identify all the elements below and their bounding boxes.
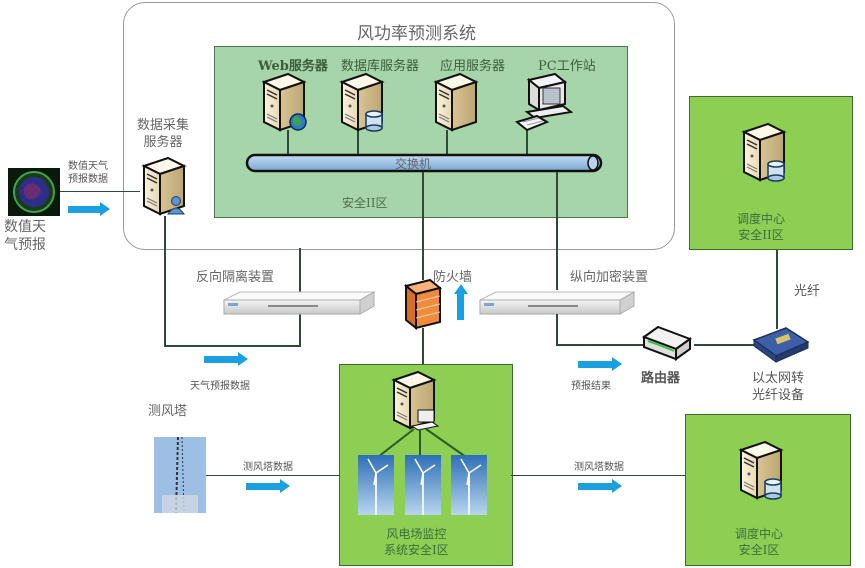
ethernet-fiber-converter-icon[interactable] — [750, 322, 812, 364]
converter-label: 以太网转 光纤设备 — [752, 370, 804, 404]
dispatch-i-server-icon[interactable] — [735, 438, 785, 500]
network-switch — [245, 153, 603, 173]
dispatch-ii-label-line2: 安全II区 — [738, 228, 784, 242]
windfarm-label-line1: 风电场监控 — [386, 527, 447, 541]
vertical-encryption-label: 纵向加密装置 — [570, 270, 649, 285]
tower-data-right-arrow — [578, 479, 622, 493]
weather-data-label: 天气预报数据 — [190, 381, 250, 392]
windfarm-turbine-links — [377, 428, 467, 458]
nwp-flow-line1: 数值天气 — [68, 161, 108, 172]
web-server-icon[interactable] — [258, 70, 308, 132]
reverse-isolation-label: 反向隔离装置 — [196, 270, 275, 285]
dispatch-ii-label-line1: 调度中心 — [737, 212, 786, 226]
dispatch-i-label-line1: 调度中心 — [735, 527, 784, 541]
database-server-label: 数据库服务器 — [341, 59, 420, 74]
met-tower-label: 测风塔 — [148, 404, 188, 419]
reverse-isolation-device[interactable] — [220, 290, 376, 316]
windfarm-label-line2: 系统安全I区 — [384, 543, 449, 557]
windfarm-server-icon[interactable] — [388, 368, 468, 438]
fiber-label: 光纤 — [794, 284, 821, 299]
isolation-bottom-link — [164, 345, 300, 347]
nwp-data-flow-label: 数值天气 预报数据 — [68, 160, 108, 186]
weather-radar-icon — [8, 168, 60, 216]
pc-link — [526, 130, 528, 156]
wind-turbine-icon — [405, 455, 441, 515]
application-server-icon[interactable] — [430, 70, 480, 132]
tower-data-right-label: 测风塔数据 — [574, 462, 624, 473]
collection-to-isolation-link — [164, 216, 166, 346]
weather-data-arrow — [204, 352, 248, 366]
system-title: 风功率预测系统 — [357, 24, 476, 44]
tower-data-left-label: 测风塔数据 — [243, 462, 293, 473]
vertical-encryption-device[interactable] — [476, 290, 636, 316]
data-collection-label-line2: 服务器 — [143, 135, 183, 150]
windfarm-zone-label: 风电场监控 系统安全I区 — [384, 526, 449, 558]
pc-workstation-icon[interactable] — [515, 72, 573, 136]
web-server-link — [287, 130, 289, 156]
nwp-label-line1: 数值天 — [4, 219, 46, 235]
nwp-flow-arrow — [68, 202, 110, 216]
database-server-icon[interactable] — [336, 70, 386, 132]
forecast-result-label: 预报结果 — [571, 381, 611, 392]
data-collection-server-label: 数据采集 服务器 — [133, 117, 193, 151]
dispatch-ii-label: 调度中心 安全II区 — [737, 211, 785, 243]
windfarm-to-dispatch-i-link — [511, 475, 687, 476]
dispatch-ii-server-icon[interactable] — [738, 120, 788, 182]
firewall-label: 防火墙 — [433, 270, 473, 285]
wind-turbine-icon — [451, 455, 487, 515]
switch-label: 交换机 — [395, 157, 432, 171]
router-to-converter-link — [694, 344, 756, 346]
fiber-link — [776, 249, 778, 329]
met-tower-icon — [154, 437, 206, 513]
nwp-label-line2: 气预报 — [4, 237, 46, 253]
db-server-link — [357, 130, 359, 156]
firewall-to-windfarm-link — [422, 328, 424, 364]
dispatch-i-label: 调度中心 安全I区 — [735, 526, 783, 558]
nwp-label: 数值天 气预报 — [4, 218, 46, 254]
pc-workstation-label: PC工作站 — [538, 59, 596, 74]
nwp-link — [60, 191, 140, 192]
tower-to-windfarm-link — [206, 475, 340, 476]
switch-to-firewall-link — [422, 172, 424, 280]
firewall-icon[interactable] — [404, 278, 442, 330]
encryption-to-router-link — [556, 344, 648, 346]
converter-label-line2: 光纤设备 — [752, 388, 805, 403]
data-collection-server-icon[interactable] — [138, 152, 188, 218]
security-zone-ii-label: 安全II区 — [342, 196, 388, 210]
app-server-label: 应用服务器 — [440, 59, 506, 74]
upward-flow-arrow — [454, 284, 468, 320]
forecast-result-arrow — [578, 357, 622, 371]
nwp-flow-line2: 预报数据 — [68, 174, 108, 185]
pc-to-encryption-link — [556, 172, 558, 290]
encryption-down-link — [556, 314, 558, 345]
router-icon[interactable] — [640, 323, 696, 363]
router-label: 路由器 — [641, 371, 681, 386]
wind-turbine-icon — [358, 455, 394, 515]
dispatch-i-label-line2: 安全I区 — [738, 543, 780, 557]
tower-data-left-arrow — [246, 479, 290, 493]
data-collection-label-line1: 数据采集 — [136, 118, 189, 133]
app-server-link — [446, 130, 448, 156]
web-server-label: Web服务器 — [258, 59, 328, 74]
converter-label-line1: 以太网转 — [752, 371, 805, 386]
